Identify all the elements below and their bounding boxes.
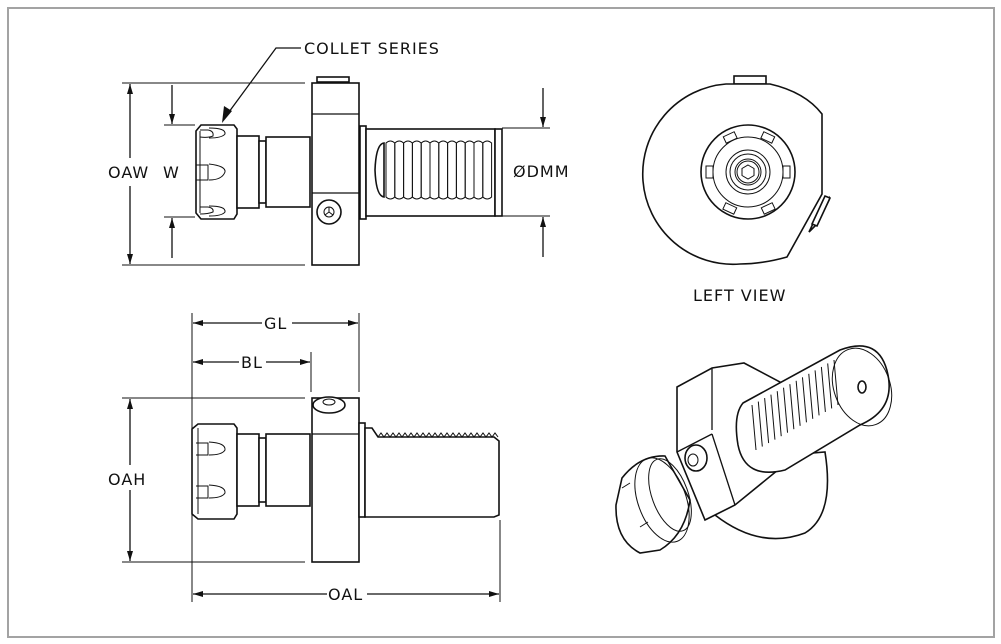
oah-dimension: OAH [108, 399, 146, 561]
iso-serration [776, 391, 782, 437]
oal-dimension: OAL [193, 585, 499, 604]
iso-serration [751, 404, 757, 451]
serration-profile [377, 432, 499, 438]
w-label: W [163, 163, 180, 182]
collet-nut [195, 124, 238, 220]
thread-ridge [482, 140, 493, 200]
dmm-dimension: ØDMM [502, 88, 570, 257]
iso-serration [801, 377, 807, 423]
isometric-view [615, 345, 893, 554]
oah-label: OAH [108, 470, 146, 489]
flange-body [311, 76, 360, 266]
left-view-caption: LEFT VIEW [693, 286, 786, 305]
iso-serration [808, 373, 814, 419]
shaft-hole-icon [857, 380, 867, 394]
collet-shank [236, 135, 311, 209]
left-view: LEFT VIEW [641, 75, 832, 305]
gl-dimension: GL [193, 314, 358, 333]
dmm-label: ØDMM [513, 162, 570, 181]
iso-serration [827, 363, 833, 409]
top-view: COLLET SERIES OAW W [108, 39, 570, 266]
iso-serration [757, 401, 763, 447]
iso-serration [833, 359, 839, 406]
gl-label: GL [264, 314, 287, 333]
serrated-shank [359, 125, 503, 220]
w-dimension: W [163, 85, 195, 258]
iso-serration [783, 387, 789, 433]
iso-serration [795, 380, 801, 426]
iso-serration [814, 370, 820, 416]
iso-serration [820, 366, 826, 412]
oaw-dimension: OAW [108, 82, 305, 266]
bl-dimension: BL [193, 353, 310, 372]
iso-serration [789, 384, 795, 430]
iso-serration [770, 394, 776, 440]
collet-series-label: COLLET SERIES [304, 39, 440, 58]
bl-label: BL [241, 353, 263, 372]
drawing-border [7, 7, 995, 638]
collet-series-callout: COLLET SERIES [222, 39, 440, 123]
side-view: GL BL OAH OAL [108, 313, 501, 604]
iso-serration [764, 398, 770, 444]
oal-label: OAL [328, 585, 363, 604]
oaw-label: OAW [108, 163, 149, 182]
